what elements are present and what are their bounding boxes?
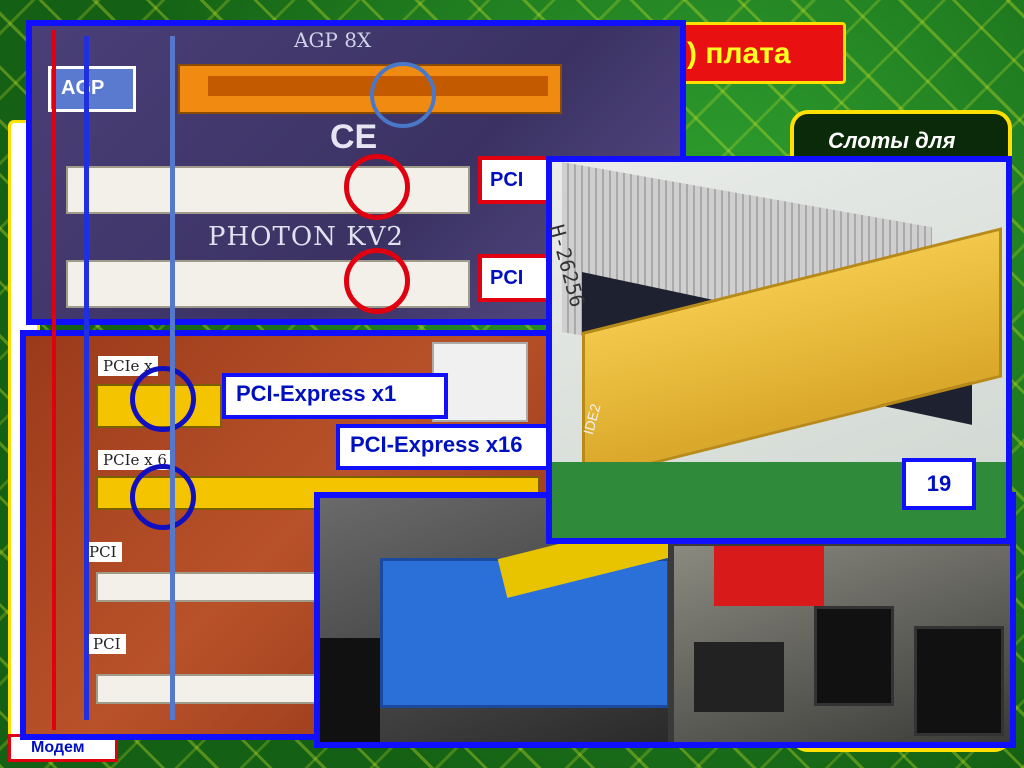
sata-blue-photo [320,498,668,742]
blue-guide-line-2 [170,36,175,720]
red-guide-line [52,30,56,730]
slide-number: 19 [902,458,976,510]
right-box-label: Слоты для [828,128,956,153]
agp-board-text: AGP 8X [294,28,372,52]
pci-tag-1-text: PCI [490,169,524,191]
board-model-text: PHOTON KV2 [208,222,404,252]
pcie-x1-circle [130,366,196,432]
pcie-x16-circle [130,464,196,530]
pci-notch-circle-1 [344,154,410,220]
board-pcie-x1-label: PCIe x [98,356,158,376]
agp-tag-text: AGP [61,77,105,99]
black-port [320,638,380,742]
title-banner: ) плата [670,22,846,84]
pcie-x1-tag-text: PCI-Express x1 [236,381,397,406]
page-title: ) плата [687,37,791,70]
chip [694,642,784,712]
ce-mark: CE [330,118,378,156]
board-pci-label-2: PCI [88,634,126,654]
pci-tag-2-text: PCI [490,267,524,289]
red-sata-port [714,546,824,606]
black-sata-port-1 [814,606,894,706]
pci-notch-circle-2 [344,248,410,314]
black-sata-port-2 [914,626,1004,736]
ide-photo-panel: Н-26256 IDE2 19 [545,156,1012,544]
pcie-x1-tag: PCI-Express x1 [222,373,448,419]
pci-tag-2: PCI [478,254,550,302]
modem-text: Модем [31,739,85,756]
agp-tag: AGP [48,66,136,112]
pcie-x16-tag-text: PCI-Express x16 [350,432,523,457]
slide-number-text: 19 [926,471,952,496]
pci-tag-1: PCI [478,156,550,204]
agp-notch-circle [370,62,436,128]
sata-red-black-photo [674,546,1010,742]
blue-guide-line-1 [84,36,89,720]
pcie-x16-tag: PCI-Express x16 [336,424,550,470]
board-pci-label-1: PCI [84,542,122,562]
